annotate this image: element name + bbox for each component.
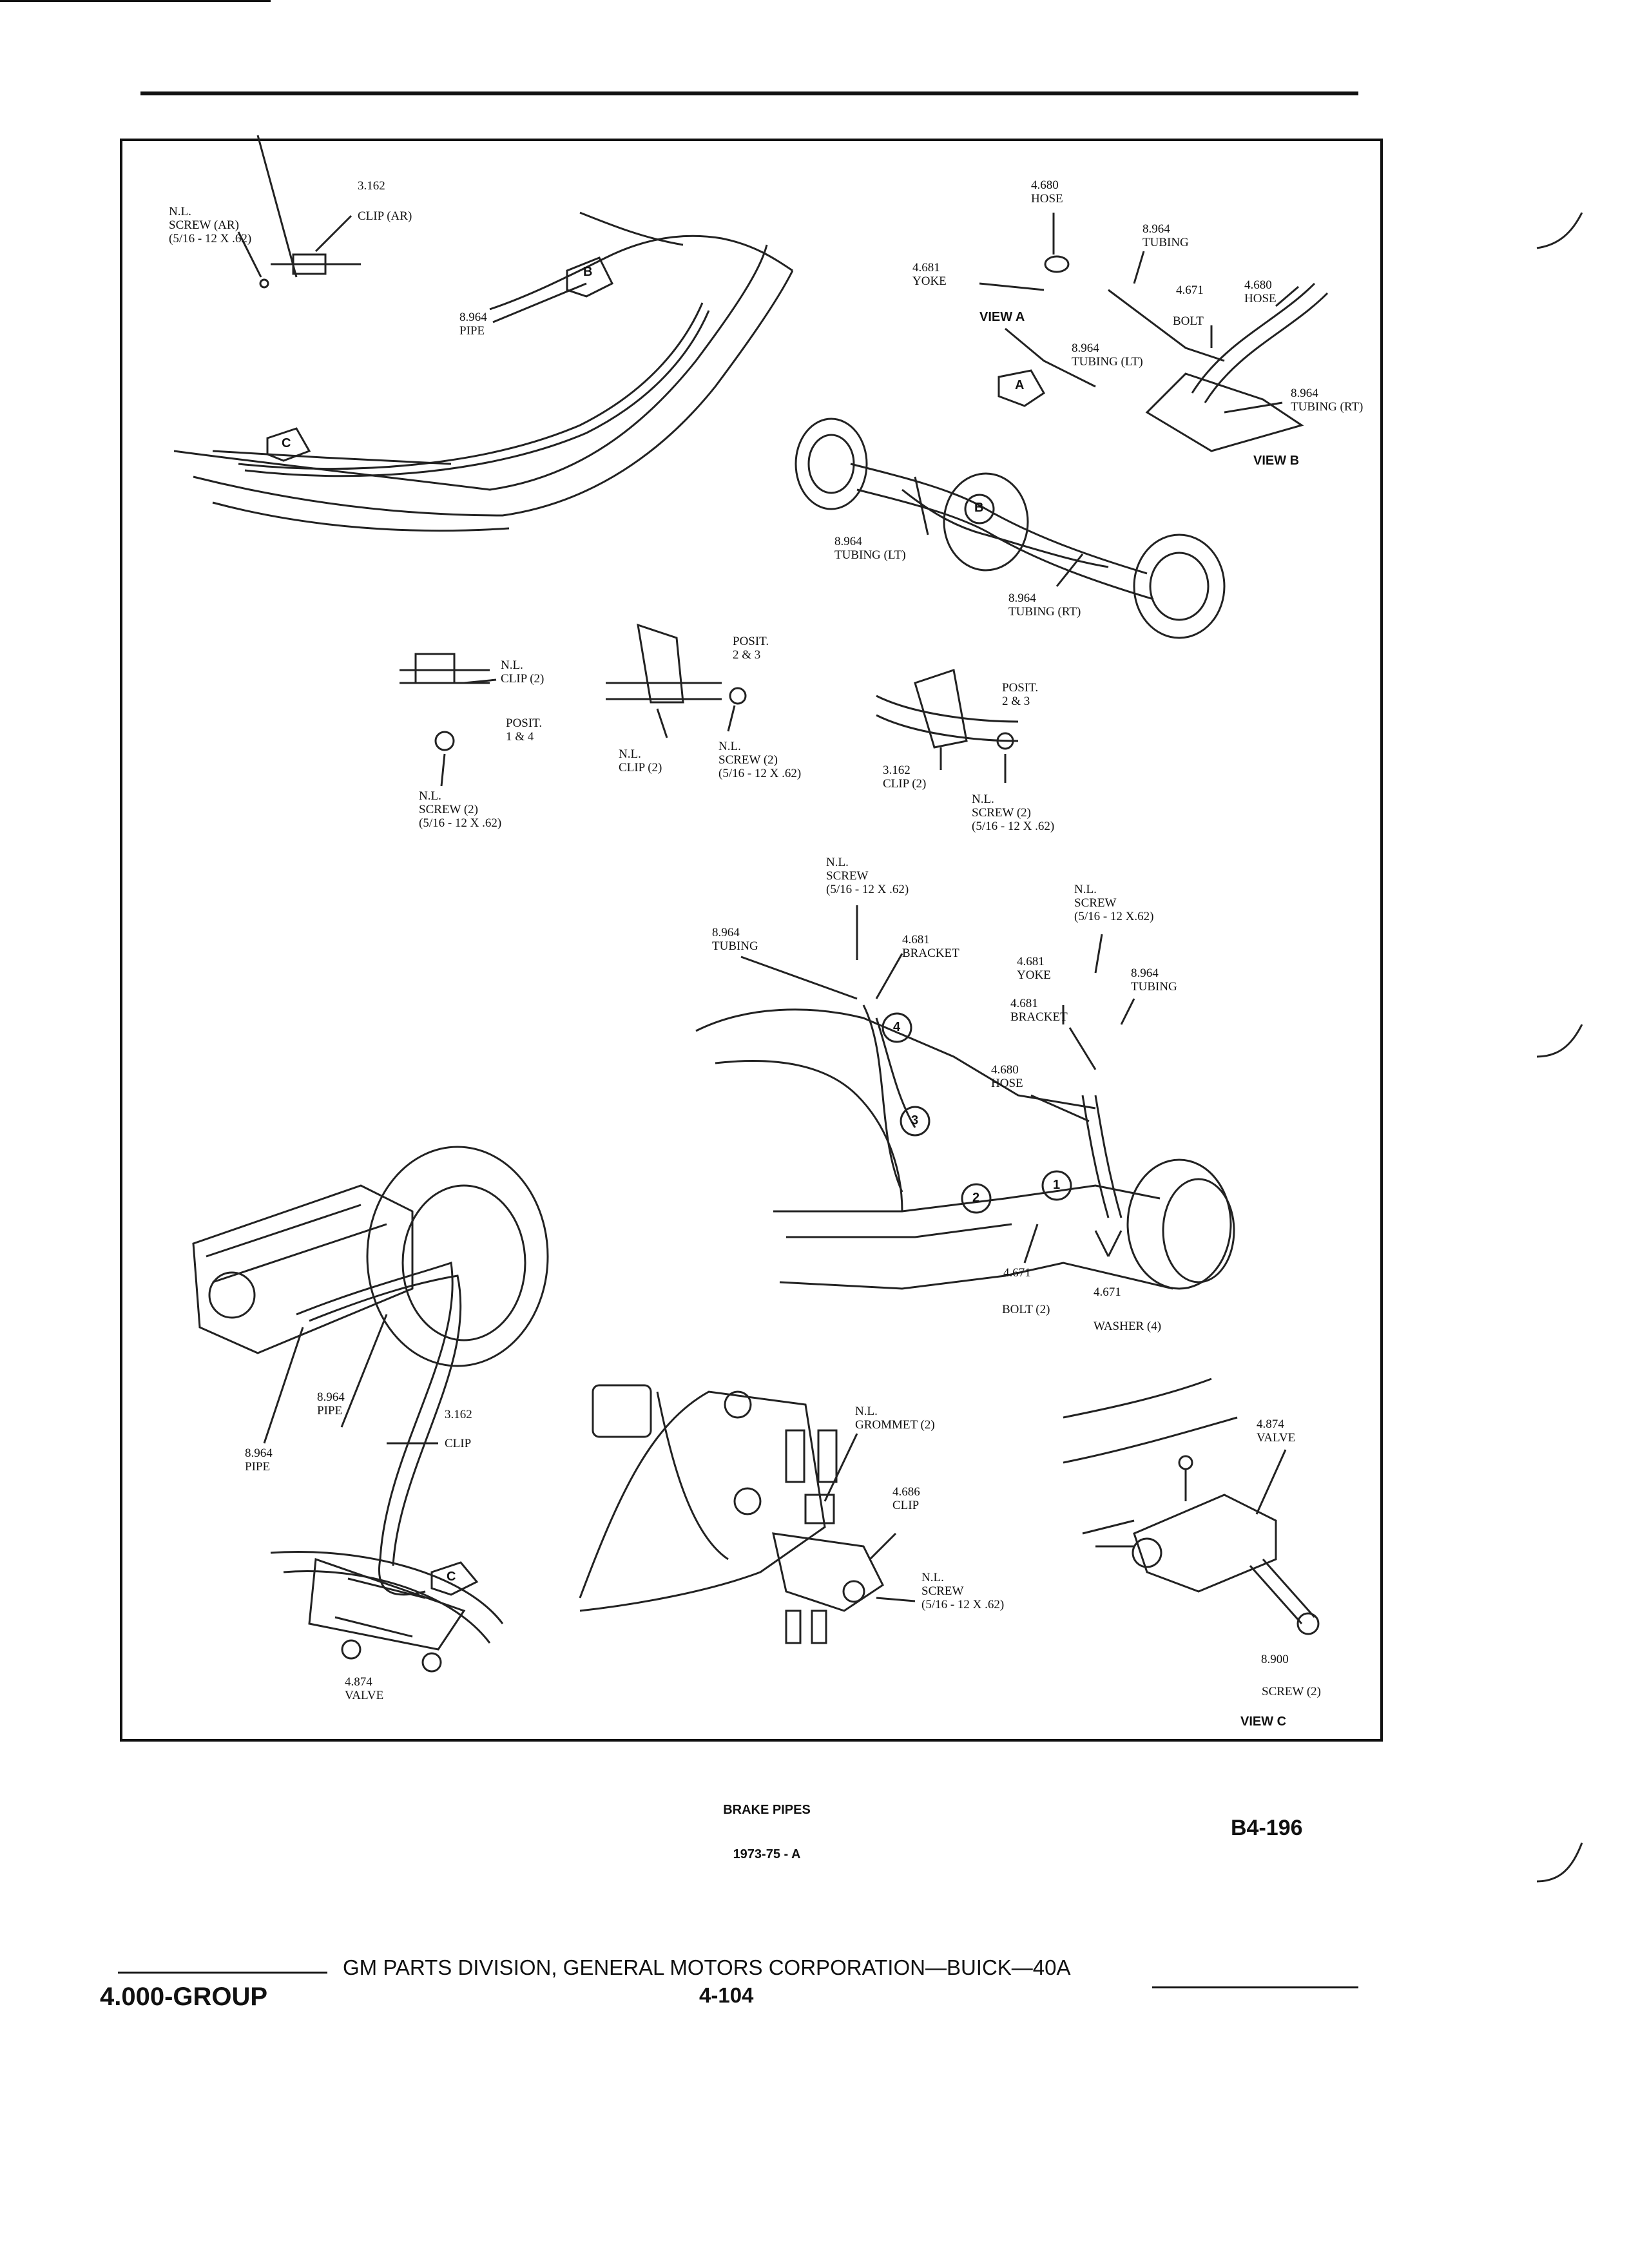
- callout-c49: VIEW C: [1240, 1715, 1287, 1729]
- view-arrow-c: [266, 427, 311, 462]
- callout-c18: POSIT.1 & 4: [506, 716, 543, 744]
- callout-c47: 8.900: [1261, 1653, 1289, 1666]
- position-marker-3: 3: [911, 1113, 919, 1128]
- footer-rule-right: [1152, 1986, 1358, 1988]
- callout-c02: N.L.SCREW (AR)(5/16 - 12 x .62): [169, 205, 252, 245]
- callout-c34: 4.671: [1003, 1266, 1031, 1280]
- binding-marks: [1536, 212, 1583, 1883]
- master-cylinder-sketch: [192, 1146, 549, 1673]
- callout-c40: CLIP: [445, 1437, 472, 1450]
- callout-c21: N.L.CLIP (2): [619, 747, 662, 774]
- corner-rule: [0, 0, 271, 2]
- view-arrow-a: [998, 369, 1045, 407]
- header-rule: [140, 91, 1358, 95]
- callout-c25: N.L.SCREW (2)(5/16 - 12 x .62): [972, 793, 1055, 833]
- view-marker-c: C: [282, 436, 291, 450]
- callout-c17: N.L.CLIP (2): [501, 658, 545, 686]
- callout-c48: SCREW (2): [1262, 1685, 1322, 1698]
- callout-c26: N.L.SCREW(5/16 - 12 x .62): [826, 856, 909, 896]
- callout-c03: CLIP (AR): [358, 209, 412, 223]
- frame-rail-sketch: [173, 135, 794, 532]
- caption-subtitle: 1973-75 - A: [733, 1847, 801, 1861]
- callout-c45: N.L.SCREW(5/16 - 12 x .62): [921, 1571, 1005, 1611]
- callout-c39: 3.162: [445, 1408, 472, 1421]
- callout-c23: POSIT.2 & 3: [1002, 681, 1039, 708]
- callout-c29: N.L.SCREW(5/16 - 12 x.62): [1074, 883, 1154, 923]
- footer-rule-left: [118, 1972, 327, 1974]
- proportioning-valve-sketch: [1063, 1378, 1320, 1635]
- view-marker-a: A: [1015, 378, 1025, 392]
- illustration-frame: [120, 139, 1383, 1742]
- footer-publisher: GM PARTS DIVISION, GENERAL MOTORS CORPOR…: [343, 1956, 1071, 1979]
- callout-c35: 4.671: [1094, 1285, 1121, 1299]
- inner-fender-sketch: [579, 1384, 884, 1644]
- callout-c09: 4.671: [1176, 284, 1204, 297]
- view-marker-b: B: [583, 265, 593, 279]
- figure-code: B4-196: [1231, 1816, 1303, 1840]
- caption-title: BRAKE PIPES: [723, 1803, 811, 1817]
- rear-axle-sketch: [795, 255, 1329, 639]
- figure-caption: BRAKE PIPES 1973-75 - A: [670, 1773, 863, 1877]
- callout-c14: VIEW B: [1253, 454, 1300, 468]
- callout-c11: BOLT: [1173, 314, 1204, 328]
- position-marker-4: 4: [893, 1020, 901, 1034]
- view-marker-c-lower: C: [447, 1570, 456, 1584]
- position-markers: [882, 494, 1072, 1214]
- callout-c22: N.L.SCREW (2)(5/16 - 12 x .62): [718, 740, 802, 780]
- front-frame-sketch: [695, 1004, 1235, 1290]
- callout-c37: WASHER (4): [1094, 1320, 1162, 1333]
- position-marker-1: 1: [1053, 1178, 1061, 1192]
- callout-c36: BOLT (2): [1002, 1303, 1050, 1316]
- callout-c19: N.L.SCREW (2)(5/16 - 12 x .62): [419, 789, 502, 830]
- callout-c08: VIEW A: [979, 310, 1025, 324]
- clip-details-sketch: [400, 623, 1019, 751]
- view-marker-b-axle: B: [974, 501, 984, 515]
- footer-page-number: 4-104: [699, 1983, 754, 2007]
- view-arrow-c-lower: [430, 1561, 479, 1596]
- view-arrow-b: [566, 256, 614, 298]
- position-marker-2: 2: [972, 1191, 980, 1205]
- callout-c20: POSIT.2 & 3: [733, 635, 769, 662]
- callout-c01: 3.162: [358, 179, 385, 193]
- callout-c43: N.L.GROMMET (2): [855, 1405, 935, 1432]
- footer-group: 4.000-GROUP: [100, 1983, 268, 2011]
- callout-leaders: [237, 213, 1299, 1602]
